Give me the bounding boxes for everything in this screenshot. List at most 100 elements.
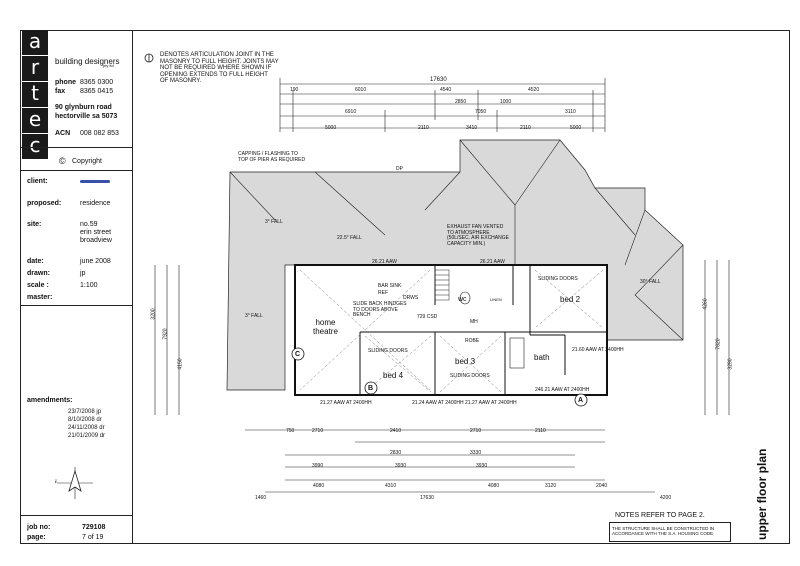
page-number: 7 of 19 — [82, 534, 104, 541]
room-bed-4: bed 4 — [383, 371, 404, 380]
dim-text: 3410 — [466, 125, 478, 131]
proposed-value: residence — [80, 200, 111, 207]
company-name: building designers — [55, 57, 120, 66]
dim-text: 190 — [290, 87, 299, 93]
sheet-title: upper floor plan — [755, 448, 769, 540]
marker-a-label: A — [578, 397, 584, 404]
site-line2: erin street — [80, 229, 112, 236]
dim-text: 3290 — [727, 358, 734, 370]
note-line: TO ATMOSPHERE — [447, 229, 490, 236]
level-label: 26.21 AAW — [372, 259, 397, 265]
acn-label: ACN — [55, 130, 71, 137]
acn-value: 008 082 853 — [80, 130, 119, 137]
sliding-doors-label: SLIDING DOORS — [368, 348, 408, 354]
dim-text: 4150 — [177, 358, 184, 370]
dim-text: 2850 — [455, 99, 467, 105]
void-line — [439, 335, 502, 393]
room-bed-3: bed 3 — [455, 357, 476, 366]
hip-line — [424, 171, 461, 211]
stair — [434, 269, 450, 301]
dim-text: 3330 — [470, 450, 482, 456]
scale-label: scale : — [27, 282, 49, 289]
dim-text: 4540 — [440, 87, 452, 93]
dim-text: 5000 — [325, 125, 337, 131]
structure-note-box — [609, 522, 731, 542]
note-line: CAPPING / FLASHING TO — [238, 151, 298, 157]
note-line: TOP OF PIER AS REQUIRED — [238, 156, 306, 163]
dim-text: 3110 — [565, 109, 576, 115]
room-name-line: theatre — [313, 327, 338, 336]
dim-text: 2110 — [535, 428, 546, 434]
slide-back-note: SLIDE BACK HINDGES TO DOORS ABOVE BENCH — [353, 301, 407, 319]
divider — [20, 147, 133, 148]
dim-overall-top: 17630 — [430, 77, 447, 83]
level-label: 21.60 AAW AT 2400HH — [572, 347, 624, 353]
proposed-label: proposed: — [27, 200, 62, 207]
room-wc: wc — [458, 296, 467, 303]
amendment-item: 21/01/2009 dr — [68, 433, 106, 439]
amendment-item: 24/11/2008 dr — [68, 425, 105, 431]
note-line: NOT BE REQUIRED WHERE SHOWN IF — [160, 65, 272, 71]
manhole-label: MH — [470, 319, 478, 325]
dim-text: 4080 — [313, 483, 325, 489]
dim-text: 7050 — [475, 109, 487, 115]
exhaust-note: EXHAUST FAN VENTED TO ATMOSPHERE (50L/SE… — [447, 224, 509, 247]
upper-floor-walls — [294, 264, 608, 396]
dim-text: 4080 — [488, 483, 500, 489]
marker-c-label: C — [295, 351, 301, 358]
site-label: site: — [27, 221, 42, 228]
hip-line — [514, 139, 561, 206]
dim-text: 3930 — [395, 463, 407, 469]
address-line2: hectorville sa 5073 — [55, 113, 118, 120]
copyright-text: Copyright — [72, 158, 102, 165]
amendment-item: 23/7/2008 jp — [68, 409, 102, 415]
articulation-joint-icon — [144, 53, 154, 63]
copyright-icon: © — [59, 156, 66, 166]
amendments-label: amendments: — [27, 397, 73, 404]
hip-line — [594, 187, 636, 236]
site-line3: broadview — [80, 237, 112, 244]
hip-line — [624, 209, 646, 266]
articulation-note: DENOTES ARTICULATION JOINT IN THE MASONR… — [160, 52, 279, 85]
fall-label: 3° FALL — [265, 219, 283, 225]
note-line: DENOTES ARTICULATION JOINT IN THE — [160, 52, 274, 58]
logo-letter: t — [22, 82, 48, 108]
divider — [20, 170, 133, 171]
note-line: OF MASONRY. — [160, 78, 202, 84]
note-line: MASONRY TO FULL HEIGHT. JOINTS MAY — [160, 58, 279, 65]
dim-text: 2710 — [470, 428, 482, 434]
dim-text: 1460 — [255, 495, 267, 501]
level-label: 26.21 AAW — [480, 259, 505, 265]
fall-label: 30° FALL — [640, 279, 661, 285]
sheet-border — [20, 30, 790, 544]
room-bed-2: bed 2 — [560, 295, 581, 304]
note-line: THE STRUCTURE SHALL BE CONSTRUCTED IN — [612, 526, 715, 531]
void-line — [299, 269, 431, 391]
note-line: (50L/SEC. AIR EXCHANGE — [447, 235, 509, 241]
dim-text: 4200 — [660, 495, 672, 501]
phone-label: phone — [55, 79, 76, 86]
divider — [20, 515, 133, 516]
note-line: SLIDE BACK HINDGES — [353, 301, 407, 307]
dim-text: 7920 — [162, 328, 169, 340]
level-label: 21.27 AAW AT 2400HH — [320, 400, 372, 406]
dim-text: 5000 — [570, 125, 582, 131]
job-number: 729108 — [82, 524, 106, 531]
level-label: 246.21 AAW AT 2400HH — [535, 387, 590, 393]
svg-text:N: N — [55, 479, 57, 485]
section-marker-c — [291, 347, 305, 361]
date-value: june 2008 — [80, 258, 111, 265]
note-line: TO DOORS ABOVE — [353, 306, 398, 313]
dim-text: 3120 — [545, 483, 557, 489]
room-bath: bath — [534, 353, 550, 362]
note-line: OPENING EXTENDS TO FULL HEIGHT — [160, 71, 268, 78]
capping-note: CAPPING / FLASHING TO TOP OF PIER AS REQ… — [238, 151, 306, 163]
divider — [20, 305, 133, 306]
void-line — [299, 269, 431, 391]
section-marker-a — [574, 393, 588, 407]
floor-plan-drawing — [154, 78, 730, 493]
dim-text: 2040 — [596, 483, 608, 489]
page-label: page: — [27, 534, 46, 541]
ref-label: REF — [378, 290, 388, 296]
hip-line — [314, 171, 386, 236]
